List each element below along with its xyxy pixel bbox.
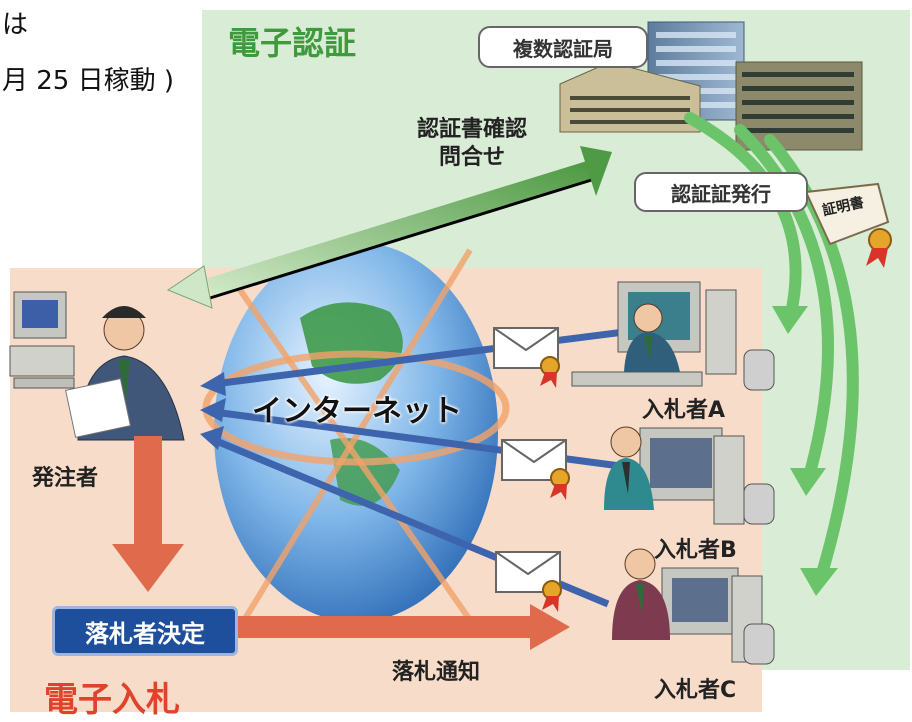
- encrypted-bid-envelopes: [493, 327, 570, 612]
- bidder-a-workstation: [571, 281, 775, 391]
- bidder-b-workstation: [604, 426, 775, 525]
- bidder-c-workstation: [612, 548, 775, 665]
- internet-globe-icon: [202, 242, 510, 642]
- certificate-arrowheads: [772, 306, 838, 596]
- certificate-inquiry-label: 認証書確認 問合せ: [402, 116, 542, 171]
- bidder-c-label: 入札者C: [654, 678, 737, 703]
- winner-decision-box: 落札者決定: [52, 606, 238, 656]
- bidder-b-label: 入札者B: [654, 538, 737, 563]
- multiple-certification-authorities-label: 複数認証局: [478, 26, 648, 68]
- header-text-line2: 月 25 日稼動 ): [2, 66, 175, 96]
- internet-label: インターネット: [252, 394, 462, 429]
- orderer-person-icon: [65, 306, 185, 441]
- certificate-inquiry-double-arrow: [166, 146, 612, 309]
- orderer-label: 発注者: [32, 466, 99, 491]
- certificate-scroll-icon: [804, 182, 892, 268]
- certificate-inquiry-line2: 問合せ: [438, 144, 505, 170]
- electronic-certification-title: 電子認証: [228, 24, 357, 62]
- orderer-computer-icon: [9, 291, 75, 389]
- winner-decision-flow-arrow: [112, 436, 184, 592]
- bid-arrowheads: [200, 372, 226, 450]
- certificate-inquiry-line1: 認証書確認: [416, 117, 527, 142]
- certificate-issuance-label: 認証証発行: [634, 172, 808, 212]
- winner-notice-label: 落札通知: [392, 660, 481, 685]
- electronic-bidding-title: 電子入札: [44, 680, 180, 720]
- certification-authority-buildings: [559, 21, 863, 151]
- bidder-a-label: 入札者A: [642, 398, 726, 423]
- header-text-line1: は: [2, 10, 29, 40]
- winner-notice-arrow: [238, 604, 570, 650]
